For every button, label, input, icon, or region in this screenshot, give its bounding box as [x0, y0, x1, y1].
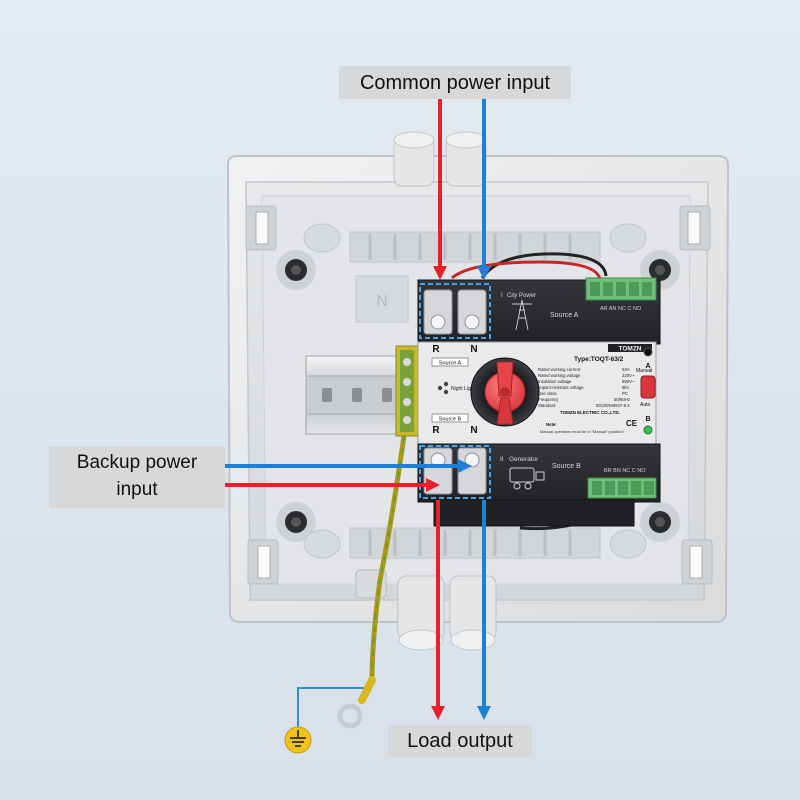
source-a-label: Source A [550, 312, 579, 319]
spec-name: Frequency [538, 397, 559, 402]
top-contacts-label: AR AN NC C NO [600, 306, 642, 312]
common-input-live-arrow [433, 98, 447, 280]
tag-source-b: Source B [439, 417, 462, 423]
earth-wire [369, 435, 407, 681]
generator-icon [509, 467, 545, 490]
source-a-title: City Power [507, 293, 536, 299]
indicator-a-label: A [645, 363, 650, 370]
source-a-terminals [423, 289, 487, 335]
specs-table: Rated working current 63A Rated working … [538, 367, 635, 415]
source-b-title: Generator [509, 456, 539, 463]
ground-symbol-icon [284, 726, 312, 754]
company-label: TOMZN ELECTRIC CO.,LTD. [560, 410, 620, 415]
screw-post-bl [276, 502, 316, 542]
rotary-switch-icon[interactable] [470, 357, 540, 427]
spec-value: 50/60Hz [614, 397, 630, 402]
source-b-roman: II [500, 456, 504, 463]
ce-mark: CE [626, 419, 638, 428]
boss-bl [303, 529, 341, 559]
note-title: Note: [546, 422, 557, 427]
spec-value: 63A [622, 367, 630, 372]
source-b-terminals [423, 447, 487, 495]
note-text: Manual operation must be in "Manual" pos… [540, 429, 624, 434]
spec-name: Impact-resistant voltage [538, 385, 584, 390]
spec-value: 690V~ [622, 379, 635, 384]
source-a-control-block [585, 277, 657, 301]
power-pylon-icon [512, 299, 532, 331]
night-light-label: Night Light [451, 386, 476, 392]
terminal-r-label-bottom: R [432, 425, 440, 436]
rib-bar-bottom [349, 527, 601, 559]
night-light-icon [437, 381, 449, 395]
spec-value: PC [622, 391, 628, 396]
spec-name: Rated working current [538, 367, 581, 372]
corner-slot-bl [247, 539, 279, 585]
source-b-control-block [587, 477, 657, 499]
spec-value: 220V~ [622, 373, 635, 378]
boss-tl [303, 223, 341, 253]
source-a-terminal-highlight [419, 283, 491, 339]
common-input-neutral-arrow [477, 98, 491, 280]
spec-name: Use class [538, 391, 557, 396]
common-power-input-label: Common power input [339, 66, 571, 99]
embossed-letter: N [376, 293, 388, 310]
boss-br [609, 529, 647, 559]
spec-value: 6kV [622, 385, 630, 390]
brand-label: TOMZN [619, 346, 642, 353]
backup-input-neutral-arrow [225, 459, 472, 473]
cable-glands-top [393, 131, 487, 187]
load-output-label: Load output [388, 725, 532, 757]
bottom-contacts-label: BR BN NC C NO [604, 468, 646, 474]
load-output-live-arrow [431, 500, 445, 720]
load-output-neutral-arrow [477, 500, 491, 720]
indicator-b-lamp [643, 425, 653, 435]
auto-label: Auto [640, 402, 651, 408]
source-b-terminal-highlight [419, 445, 491, 499]
emboss-panel [355, 275, 409, 323]
indicator-a-lamp [643, 347, 653, 357]
rib-bar-top [349, 231, 601, 263]
backup-input-live-arrow [225, 478, 440, 492]
earth-terminal-block [395, 345, 419, 437]
source-a-roman: I [501, 293, 503, 299]
screw-post-tl [276, 250, 316, 290]
corner-slot-br [681, 539, 713, 585]
manual-label: Manual [636, 368, 652, 374]
screw-post-br [640, 502, 680, 542]
spec-name: Standard [538, 403, 556, 408]
spec-value: IEC/EN60947-6-1 [596, 403, 631, 408]
terminal-n-label-top: N [470, 344, 477, 355]
ats-device: R N R N Source A Source B Night Light I … [417, 277, 661, 527]
corner-slot-tl [245, 205, 277, 251]
type-label: Type:TOQT-63/2 [574, 356, 624, 363]
boss-tr [609, 223, 647, 253]
terminal-r-label-top: R [432, 344, 440, 355]
earth-callout-line [297, 687, 364, 728]
corner-slot-tr [679, 205, 711, 251]
earth-ring-terminal [337, 676, 376, 729]
terminal-n-label-bottom: N [470, 425, 477, 436]
tag-source-a: Source A [439, 361, 462, 367]
spec-name: Rated working voltage [538, 373, 581, 378]
bottom-base [433, 499, 635, 527]
manual-auto-switch[interactable] [640, 375, 656, 399]
backup-power-input-label: Backup power input [49, 446, 225, 508]
source-b-label: Source B [552, 463, 581, 470]
spec-name: Insulation voltage [538, 379, 572, 384]
indicator-b-label: B [645, 416, 650, 423]
